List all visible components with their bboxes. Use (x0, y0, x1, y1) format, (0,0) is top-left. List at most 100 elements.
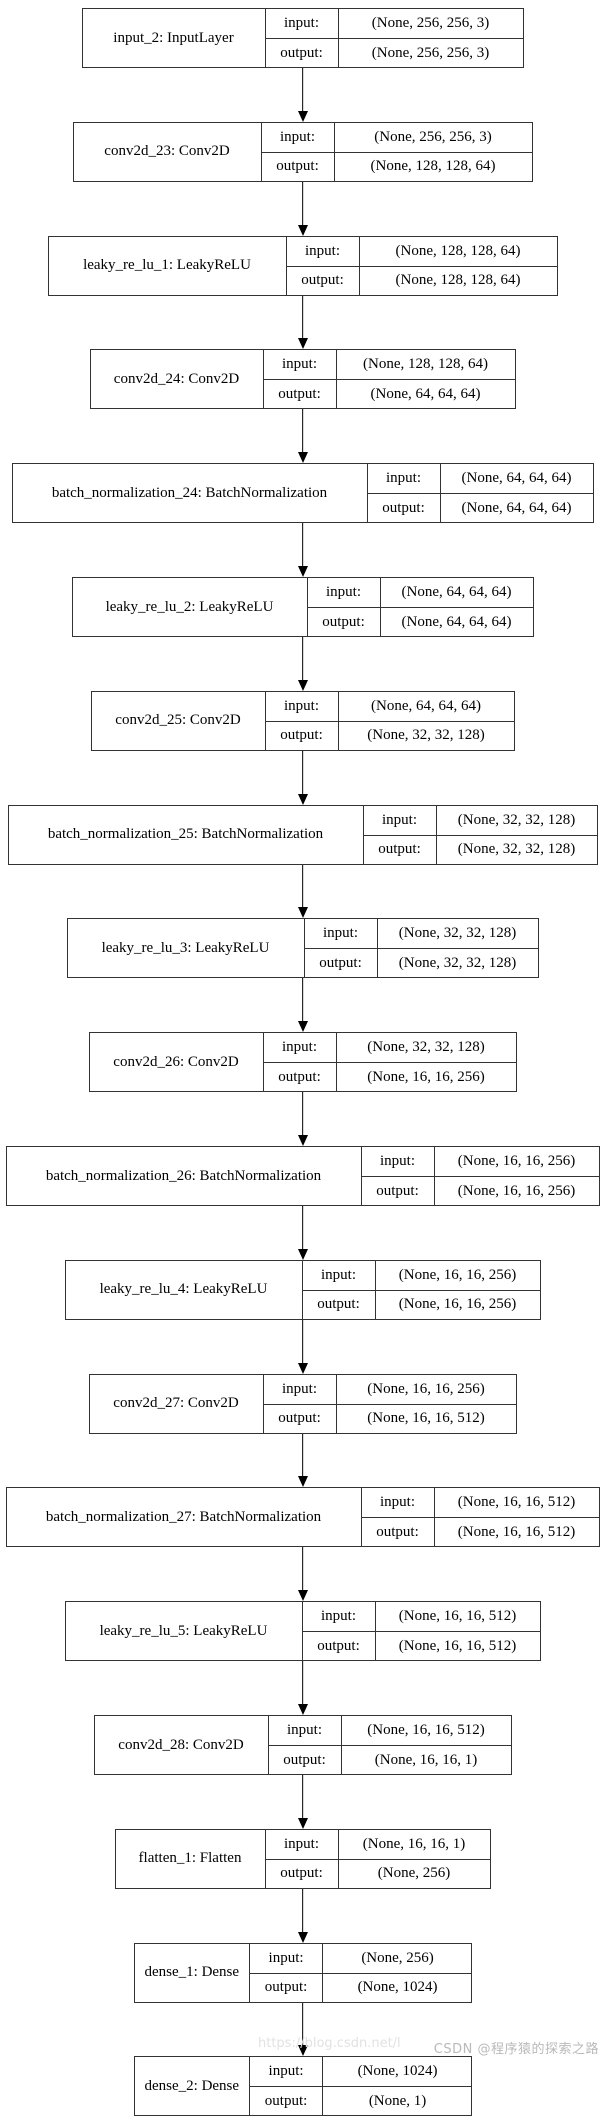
node-io-table: input:(None, 32, 32, 128)output:(None, 3… (362, 805, 597, 864)
graph-edge-arrow (296, 181, 310, 236)
node-output-row: output:(None, 256, 256, 3) (265, 38, 523, 67)
node-output-label: output: (278, 385, 321, 402)
node-output-shape: (None, 32, 32, 128) (376, 949, 538, 978)
node-io-table: input:(None, 256, 256, 3)output:(None, 1… (260, 122, 532, 181)
node-input-label: input: (304, 242, 340, 259)
node-input-row: input: (None, 16, 16, 256) (362, 1147, 599, 1176)
node-input-label: input: (379, 1153, 415, 1169)
node-io-table: input:(None, 16, 16, 1)output:(None, 256… (264, 1829, 490, 1888)
graph-node: flatten_1: Flatten input:(None, 16, 16, 1… (114, 1828, 491, 1889)
node-output-shape: (None, 16, 16, 1) (340, 1746, 511, 1774)
graph-edge-arrow (296, 637, 310, 691)
node-output-label: output: (264, 1979, 308, 1996)
node-input-shape: (None, 32, 32, 128) (435, 805, 597, 835)
node-io-table: input:(None, 16, 16, 512)output:(None, 1… (267, 1716, 511, 1774)
node-input-label: input: (283, 15, 319, 31)
node-output-row: output:(None, 1) (250, 2086, 473, 2116)
node-input-label: input: (385, 470, 421, 487)
node-layer-name: leaky_re_lu_1: LeakyReLU (83, 257, 251, 274)
graph-node: batch_normalization_27: BatchNormalizati… (5, 1487, 600, 1548)
node-io-table: input:(None, 32, 32, 128)output:(None, 1… (262, 1033, 516, 1092)
edge-arrowhead-icon (297, 1703, 308, 1715)
graph-node: conv2d_24: Conv2D input: (None, 128, 128, … (89, 349, 516, 410)
node-input-row: input:(None, 16, 16, 512) (303, 1602, 540, 1632)
node-layer-name: batch_normalization_25: BatchNormalizati… (47, 826, 324, 843)
graph-edge-arrow (296, 1206, 310, 1260)
node-output-label: output: (376, 1523, 419, 1540)
node-layer-name: dense_2: Dense (144, 2077, 240, 2094)
watermark-url: https://blog.csdn.net/l (258, 2036, 401, 2051)
edge-arrowhead-icon (297, 1931, 308, 1943)
node-output-row: output:(None, 1024) (250, 1972, 473, 2002)
node-output-label: output: (376, 1182, 419, 1199)
graph-edge-arrow (296, 1888, 310, 1943)
node-input-shape: (None, 128, 128, 64) (335, 350, 515, 380)
node-input-shape: (None, 256, 256, 3) (337, 9, 523, 38)
node-output-shape: (None, 16, 16, 512) (433, 1518, 599, 1547)
edge-arrowhead-icon (297, 1476, 308, 1488)
node-layer-name: batch_normalization_26: BatchNormalizati… (45, 1167, 322, 1184)
edge-line (301, 181, 304, 226)
node-io-table: input:(None, 128, 128, 64)output:(None, … (285, 236, 557, 295)
node-output-shape: (None, 64, 64, 64) (379, 608, 533, 636)
node-input-shape: (None, 16, 16, 512) (433, 1488, 599, 1518)
edge-line (301, 1661, 304, 1705)
edge-line (301, 864, 304, 909)
node-input-shape: (None, 16, 16, 512) (374, 1602, 540, 1632)
node-input-shape: (None, 16, 16, 256) (433, 1147, 599, 1176)
node-output-row: output:(None, 16, 16, 1) (268, 1745, 511, 1774)
edge-line (301, 1775, 304, 1819)
graph-node: dense_2: Dense input:(None, 1024)output:(… (133, 2056, 473, 2116)
graph-node: batch_normalization_26: BatchNormalizati… (5, 1146, 600, 1206)
node-input-row: input:(None, 64, 64, 64) (266, 691, 514, 721)
graph-edge-arrow (296, 409, 310, 464)
node-input-shape: (None, 128, 128, 64) (358, 236, 557, 266)
node-layer-name: batch_normalization_27: BatchNormalizati… (45, 1508, 322, 1525)
node-input-shape: (None, 64, 64, 64) (439, 464, 593, 494)
graph-edge-arrow (296, 1433, 310, 1488)
edge-arrowhead-icon (297, 452, 308, 464)
node-output-shape: (None, 16, 16, 256) (433, 1177, 599, 1205)
node-io-table: input:(None, 16, 16, 256)output:(None, 1… (262, 1374, 516, 1433)
node-output-row: output:(None, 64, 64, 64) (367, 493, 593, 523)
node-input-label: input: (325, 584, 361, 600)
node-layer-name: input_2: InputLayer (113, 29, 234, 46)
edge-arrowhead-icon (297, 1021, 308, 1033)
node-input-label: input: (281, 1380, 317, 1397)
node-input-label: input: (283, 697, 319, 714)
node-input-label: input: (379, 1494, 415, 1511)
node-output-row: output:(None, 16, 16, 256) (302, 1289, 540, 1319)
graph-edge-arrow (296, 1319, 310, 1374)
node-output-label: output: (278, 1410, 321, 1427)
edge-arrowhead-icon (297, 1817, 308, 1829)
graph-edge-arrow (296, 1775, 310, 1829)
edge-arrowhead-icon (297, 338, 308, 350)
node-input-row: input:(None, 64, 64, 64) (308, 578, 533, 607)
node-input-row: input: (None, 64, 64, 64) (368, 464, 593, 494)
edge-arrowhead-icon (297, 565, 308, 577)
edge-line (301, 1206, 304, 1250)
node-input-label: input: (281, 356, 317, 373)
node-output-shape: (None, 16, 16, 256) (374, 1290, 540, 1319)
edge-arrowhead-icon (297, 1362, 308, 1374)
node-layer-name: flatten_1: Flatten (138, 1850, 242, 1867)
edge-line (301, 1433, 304, 1478)
edge-arrowhead-icon (297, 224, 308, 236)
graph-edge-arrow (296, 1661, 310, 1715)
node-input-row: input:(None, 16, 16, 256) (303, 1260, 540, 1290)
node-output-shape: (None, 128, 128, 64) (333, 152, 532, 181)
node-input-row: input:(None, 256) (250, 1943, 472, 1973)
node-io-table: input: (None, 16, 16, 512) output: (None, 1… (360, 1488, 599, 1547)
node-layer-name: conv2d_26: Conv2D (113, 1053, 239, 1070)
node-output-row: output:(None, 64, 64, 64) (263, 379, 515, 409)
node-io-table: input:(None, 32, 32, 128)output:(None, 3… (303, 919, 538, 978)
edge-arrowhead-icon (297, 1590, 308, 1602)
graph-edge-arrow (296, 864, 310, 919)
node-input-row: input:(None, 256, 256, 3) (262, 122, 532, 152)
node-layer-name: leaky_re_lu_3: LeakyReLU (101, 939, 270, 956)
node-io-table: input: (None, 64, 64, 64)output:(None, 64… (366, 464, 593, 523)
node-input-row: input:(None, 1024) (250, 2057, 472, 2087)
node-layer-name: conv2d_24: Conv2D (113, 370, 240, 387)
